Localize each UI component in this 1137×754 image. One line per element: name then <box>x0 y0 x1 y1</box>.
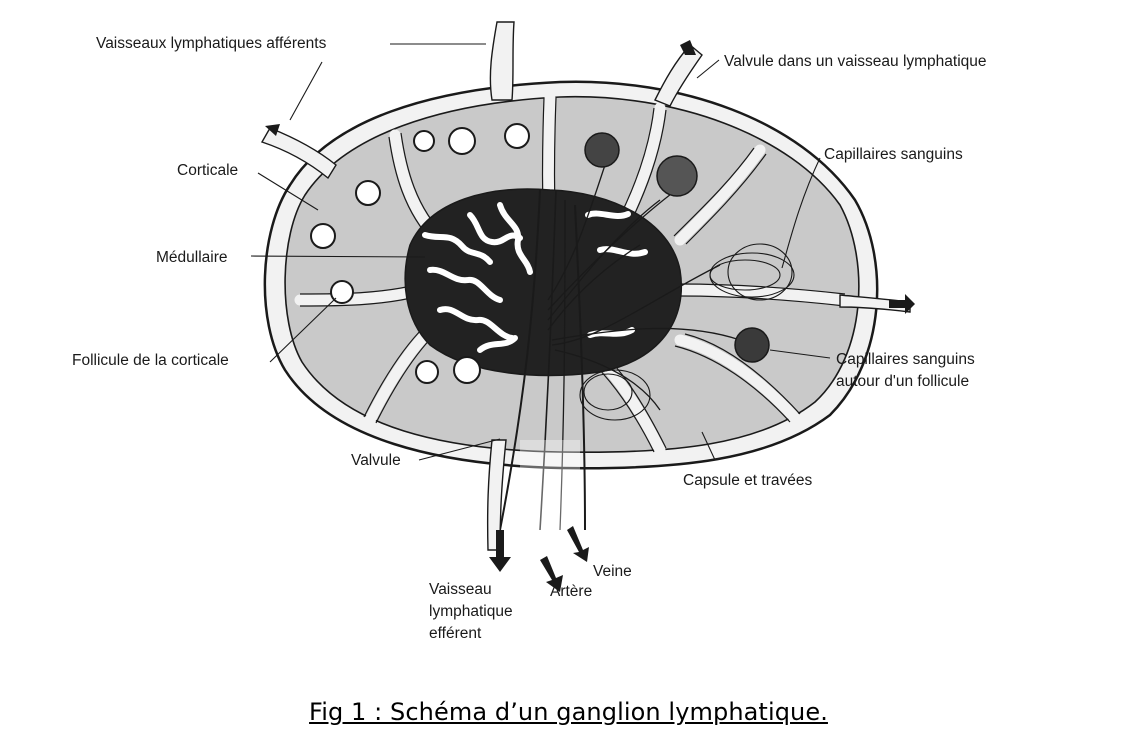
trabeculae <box>294 92 851 456</box>
flow-arrows <box>265 40 915 592</box>
medulla-dark <box>404 188 682 377</box>
label-capillaries-follicle-2: autour d'un follicule <box>836 373 969 390</box>
cortical-follicles <box>310 123 530 384</box>
capillary-loops <box>579 243 795 421</box>
label-efferent-3: efférent <box>429 625 482 642</box>
label-corticale: Corticale <box>177 162 238 179</box>
label-medullaire: Médullaire <box>156 249 228 266</box>
label-valve-vessel: Valvule dans un vaisseau lymphatique <box>724 53 987 70</box>
label-capillaries-follicle-1: Capillaires sanguins <box>836 351 975 368</box>
capillary-follicles <box>584 132 770 363</box>
lymph-vessels <box>260 21 911 551</box>
label-capillaries: Capillaires sanguins <box>824 146 963 163</box>
label-afferent: Vaisseaux lymphatiques afférents <box>96 35 327 52</box>
medullary-sinuses <box>422 202 648 353</box>
label-efferent-1: Vaisseau <box>429 581 492 598</box>
leader-lines <box>250 43 831 461</box>
label-artery: Artère <box>550 583 592 600</box>
lymph-node-diagram: Vaisseaux lymphatiques afférents Valvule… <box>72 21 987 642</box>
label-efferent-2: lymphatique <box>429 603 513 620</box>
label-capsule: Capsule et travées <box>683 472 812 489</box>
hilum-vessels <box>499 164 741 531</box>
label-valvule: Valvule <box>351 452 401 469</box>
label-vein: Veine <box>593 563 632 580</box>
figure-caption: Fig 1 : Schéma d’un ganglion lymphatique… <box>309 698 828 726</box>
label-follicule: Follicule de la corticale <box>72 352 229 369</box>
